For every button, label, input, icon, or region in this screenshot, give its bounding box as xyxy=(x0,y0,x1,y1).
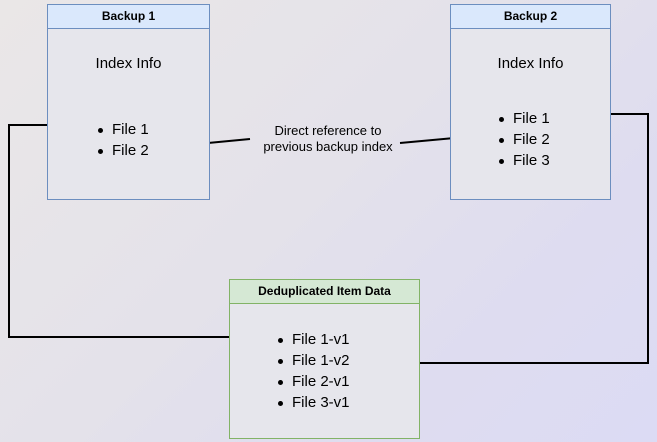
node-backup2-file-list: File 1 File 2 File 3 xyxy=(496,108,550,171)
node-backup2-header: Backup 2 xyxy=(451,5,610,29)
node-backup1-body: Index Info File 1 File 2 xyxy=(48,29,209,199)
list-item: File 1-v1 xyxy=(275,329,350,350)
list-item: File 3-v1 xyxy=(275,392,350,413)
node-backup2[interactable]: Backup 2 Index Info File 1 File 2 File 3 xyxy=(450,4,611,200)
list-item: File 1 xyxy=(95,119,149,140)
list-item: File 2 xyxy=(496,129,550,150)
node-backup1-file-list: File 1 File 2 xyxy=(95,119,149,161)
node-backup2-section-title: Index Info xyxy=(497,55,564,72)
node-backup1-header: Backup 1 xyxy=(48,5,209,29)
node-backup1[interactable]: Backup 1 Index Info File 1 File 2 xyxy=(47,4,210,200)
list-item: File 2 xyxy=(95,140,149,161)
node-deduplicated-header: Deduplicated Item Data xyxy=(230,280,419,304)
list-item: File 3 xyxy=(496,150,550,171)
node-deduplicated-file-list: File 1-v1 File 1-v2 File 2-v1 File 3-v1 xyxy=(275,329,350,413)
node-backup1-section-title: Index Info xyxy=(95,55,162,72)
node-deduplicated-body: File 1-v1 File 1-v2 File 2-v1 File 3-v1 xyxy=(230,304,419,438)
list-item: File 1-v2 xyxy=(275,350,350,371)
edge-label-direct-reference: Direct reference to previous backup inde… xyxy=(253,123,403,155)
edge-label-line-1: Direct reference to xyxy=(274,123,382,138)
list-item: File 1 xyxy=(496,108,550,129)
node-deduplicated-item-data[interactable]: Deduplicated Item Data File 1-v1 File 1-… xyxy=(229,279,420,439)
node-backup2-body: Index Info File 1 File 2 File 3 xyxy=(451,29,610,199)
edge-label-line-2: previous backup index xyxy=(263,139,393,154)
list-item: File 2-v1 xyxy=(275,371,350,392)
